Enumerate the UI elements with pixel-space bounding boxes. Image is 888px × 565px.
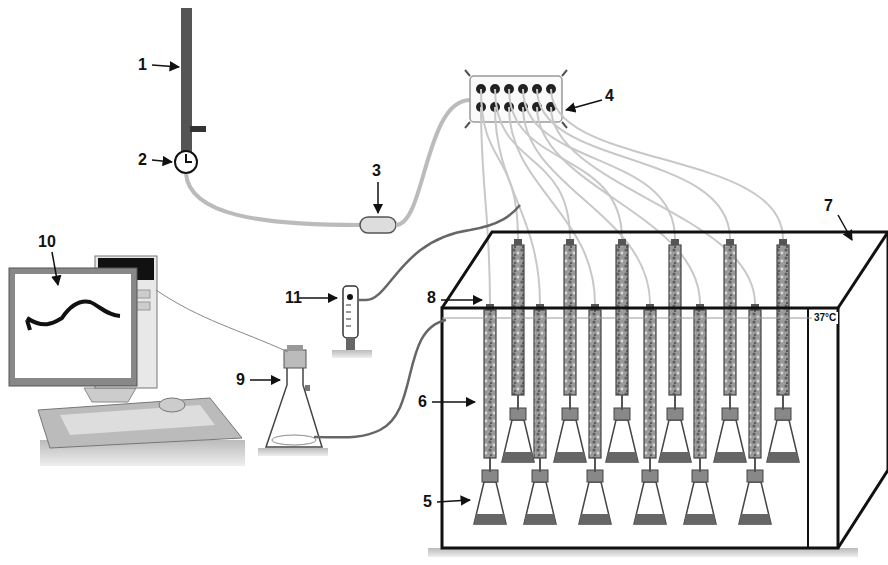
packed-column	[502, 239, 534, 462]
culture-liquid	[634, 514, 666, 524]
flask	[659, 420, 691, 462]
drawing-stroke	[749, 310, 761, 458]
packed-column	[659, 239, 691, 462]
drawing-stroke	[724, 245, 736, 395]
drawing-stroke	[484, 310, 496, 458]
gas-tube	[481, 107, 490, 304]
drawing-stroke	[517, 395, 519, 410]
callout-number: 11	[285, 290, 302, 306]
culture-liquid	[767, 452, 799, 462]
culture-liquid	[502, 452, 534, 462]
flask	[554, 420, 586, 462]
drawing-stroke	[674, 395, 676, 410]
packed-column	[554, 239, 586, 462]
callout-number: 5	[423, 494, 432, 510]
collection-flask	[266, 365, 322, 447]
flow-meter	[343, 286, 358, 338]
signal-trace	[27, 302, 120, 330]
culture-liquid	[606, 452, 638, 462]
packed-column	[714, 239, 746, 462]
drawing-stroke	[534, 310, 546, 458]
drawing-stroke	[644, 310, 656, 458]
gas-column	[181, 8, 192, 158]
flask	[714, 420, 746, 462]
drawing-stroke	[669, 245, 681, 395]
flask	[684, 482, 716, 524]
drawing-stroke	[726, 239, 734, 245]
packed-column	[474, 304, 506, 524]
culture-liquid	[659, 452, 691, 462]
flask	[739, 482, 771, 524]
temperature-label: 37°C	[812, 312, 838, 324]
drawing-stroke	[512, 245, 524, 395]
callout-number: 2	[138, 152, 147, 168]
flask	[606, 420, 638, 462]
drawing-stroke	[618, 239, 626, 245]
drawing-stroke	[594, 458, 596, 472]
callout-number: 9	[236, 372, 245, 388]
gas-filter	[360, 217, 396, 233]
gas-tube	[551, 89, 783, 239]
culture-liquid	[474, 514, 506, 524]
leader-arrows	[52, 65, 852, 502]
drawing-stroke	[729, 395, 731, 410]
drawing-stroke	[699, 458, 701, 472]
packed-column	[767, 239, 799, 462]
drawing-stroke	[671, 239, 679, 245]
gas-tube	[537, 89, 730, 239]
packed-column	[524, 304, 556, 524]
callout-number: 4	[605, 88, 614, 104]
drawing-stroke	[621, 395, 623, 410]
flask	[579, 482, 611, 524]
drawing-stroke	[489, 458, 491, 472]
culture-liquid	[684, 514, 716, 524]
drawing-stroke	[777, 245, 789, 395]
drawing-stroke	[616, 245, 628, 395]
drawing-stroke	[566, 239, 574, 245]
drawing-stroke	[514, 239, 522, 245]
drawing-stroke	[782, 395, 784, 410]
flask	[524, 482, 556, 524]
drawing-stroke	[569, 395, 571, 410]
packed-column	[739, 304, 771, 524]
packed-column	[684, 304, 716, 524]
drawing-stroke	[564, 245, 576, 395]
incubator	[442, 308, 838, 548]
callout-number: 8	[427, 290, 436, 306]
packed-column	[634, 304, 666, 524]
culture-liquid	[579, 514, 611, 524]
packed-column	[579, 304, 611, 524]
drawing-stroke	[539, 458, 541, 472]
drawing-stroke	[754, 458, 756, 472]
packed-column	[606, 239, 638, 462]
callout-number: 3	[372, 163, 381, 179]
drawing-stroke	[694, 310, 706, 458]
culture-liquid	[524, 514, 556, 524]
gas-manifold	[470, 76, 562, 122]
flask	[502, 420, 534, 462]
pressure-gauge	[175, 151, 197, 173]
flask	[634, 482, 666, 524]
callout-number: 1	[138, 57, 147, 73]
gas-tube	[523, 89, 675, 239]
callout-number: 7	[824, 198, 833, 214]
monitor	[9, 268, 137, 386]
flask	[767, 420, 799, 462]
culture-liquid	[554, 452, 586, 462]
culture-liquid	[739, 514, 771, 524]
flask	[474, 482, 506, 524]
drawing-stroke	[779, 239, 787, 245]
gas-tube	[523, 107, 650, 304]
callout-number: 10	[38, 234, 56, 250]
culture-liquid	[714, 452, 746, 462]
drawing-stroke	[649, 458, 651, 472]
callout-number: 6	[418, 394, 427, 410]
drawing-stroke	[589, 310, 601, 458]
